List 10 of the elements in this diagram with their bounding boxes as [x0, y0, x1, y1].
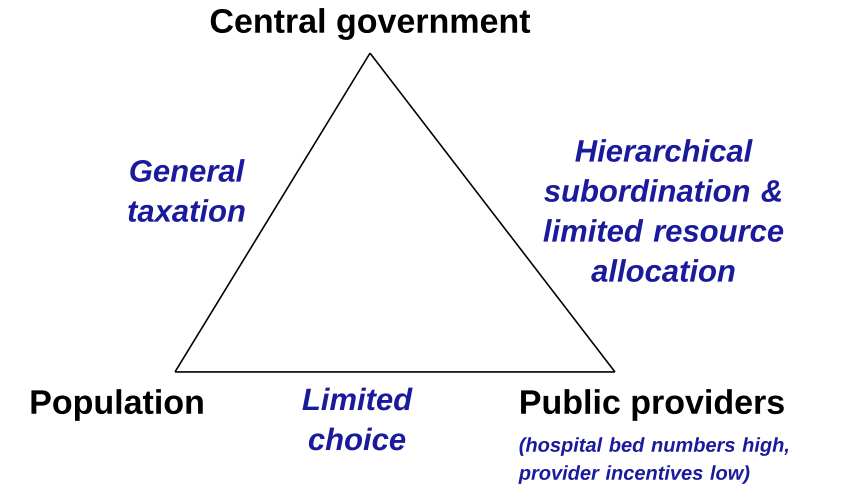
node-label: Public providers: [521, 389, 784, 421]
edge-label: Limited choice: [302, 388, 413, 450]
triangle-side: [174, 52, 371, 372]
node-label: Central government: [210, 8, 530, 40]
triangle-side: [369, 52, 616, 372]
node-label: Population: [31, 389, 203, 421]
note-text: (hospital bed numbers high, provider incentives low): [518, 437, 788, 484]
edge-label: General taxation: [128, 159, 245, 222]
triangle-side: [175, 371, 615, 373]
edge-label: Hierarchical subordination & limited resource allocation: [543, 139, 784, 282]
